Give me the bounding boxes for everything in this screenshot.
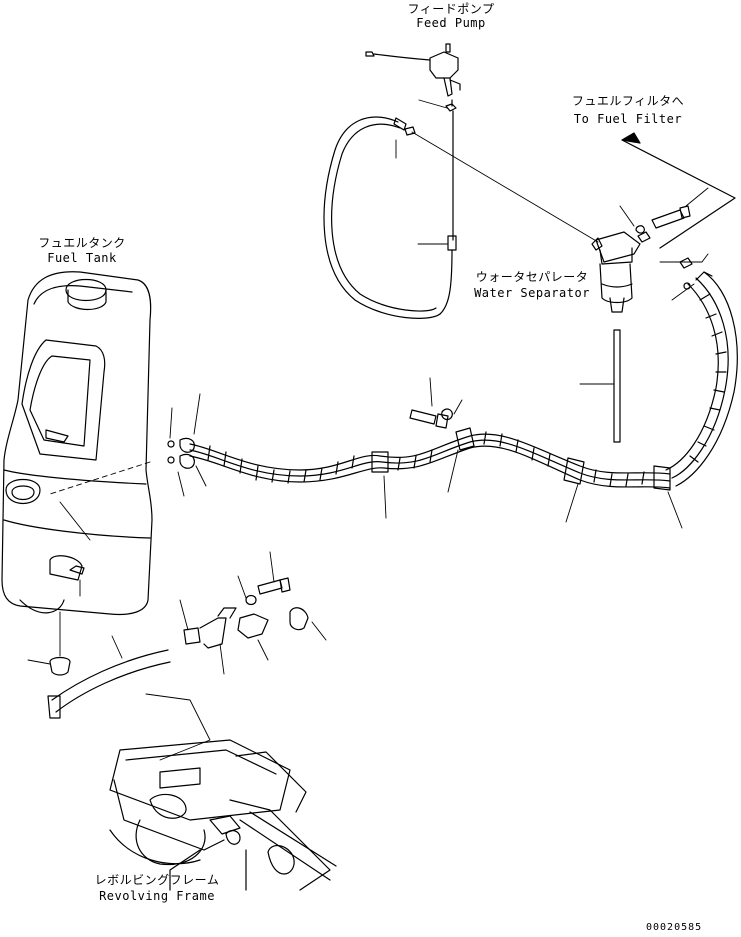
feed-pump-label-en: Feed Pump	[416, 16, 486, 30]
fuel-tank-label-jp: フュエルタンク	[38, 236, 126, 250]
fuel-tank-drawing	[1, 271, 171, 719]
right-hose-bundle	[665, 271, 738, 487]
revolving-frame-label-jp: レボルビングフレーム	[94, 873, 220, 887]
water-separator-drawing	[579, 187, 709, 443]
revolving-frame-label-en: Revolving Frame	[99, 889, 215, 903]
water-separator-label-en: Water Separator	[474, 286, 590, 300]
feed-pump-label-jp: フィードポンプ	[407, 2, 495, 16]
loop-hose	[323, 116, 599, 319]
bracket-fittings	[145, 551, 327, 761]
to-fuel-filter-label-en: To Fuel Filter	[573, 112, 683, 126]
main-hose	[49, 377, 683, 529]
feed-pump-drawing	[365, 43, 461, 315]
revolving-frame-drawing	[109, 739, 337, 891]
drawing-number: 00020585	[646, 922, 703, 933]
water-separator-label-jp: ウォータセパレータ	[475, 270, 589, 284]
fuel-tank-label-en: Fuel Tank	[47, 251, 117, 265]
to-fuel-filter-arrow	[621, 132, 736, 249]
to-fuel-filter-label-jp: フュエルフィルタへ	[571, 94, 685, 108]
